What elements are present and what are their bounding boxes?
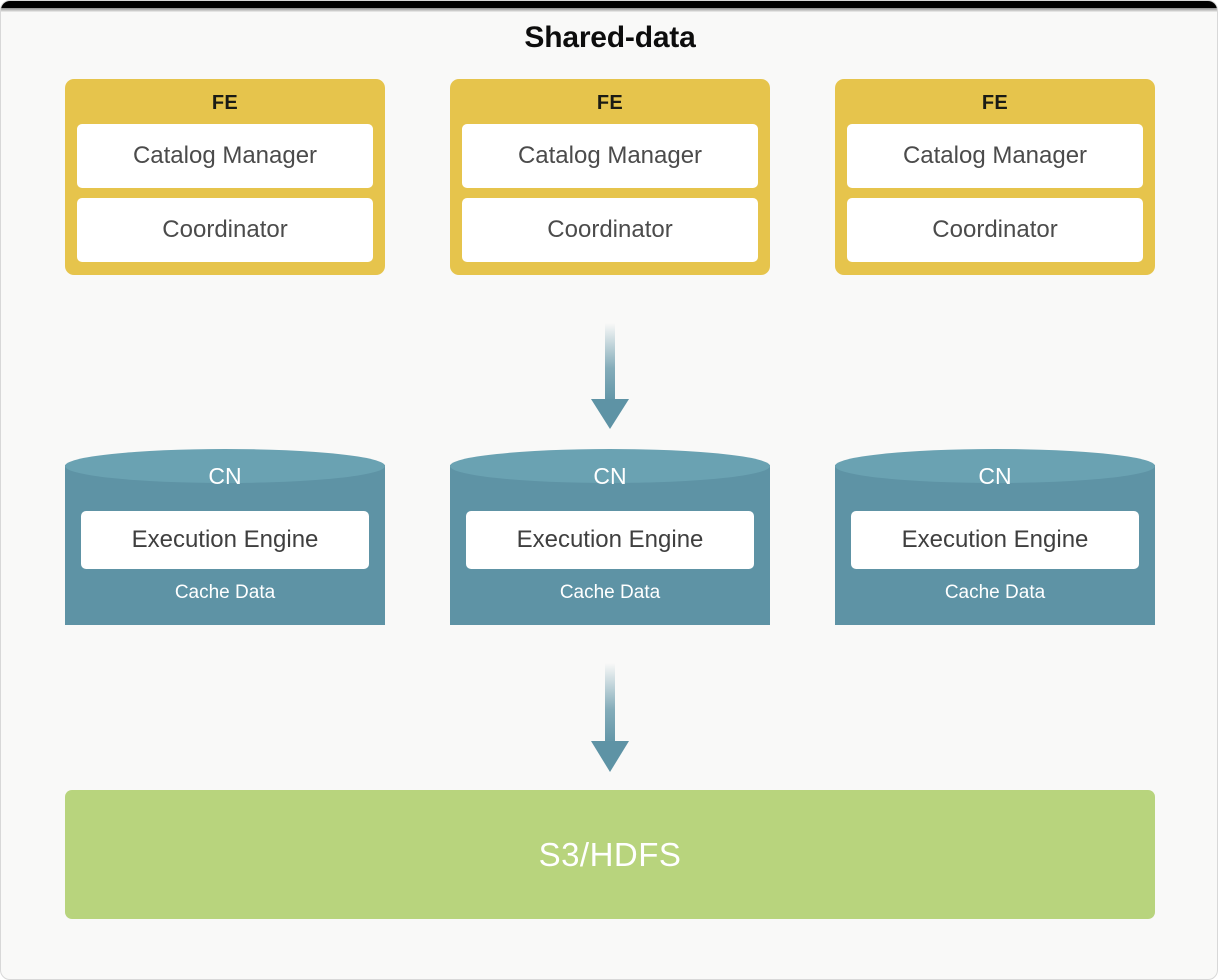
fe-node-3-coordinator[interactable]: Coordinator — [847, 198, 1143, 262]
storage-layer-label: S3/HDFS — [538, 835, 682, 873]
fe-node-1[interactable]: FE Catalog Manager Coordinator — [65, 79, 385, 275]
compute-layer: CN Execution Engine Cache Data CN Execut… — [65, 449, 1155, 641]
cn-node-3-execution-engine[interactable]: Execution Engine — [851, 511, 1139, 569]
fe-node-2[interactable]: FE Catalog Manager Coordinator — [450, 79, 770, 275]
cn-node-1-cylinder-top — [65, 449, 385, 483]
cn-node-2[interactable]: CN Execution Engine Cache Data — [450, 449, 770, 641]
arrow-fe-to-cn — [586, 323, 634, 431]
fe-node-1-title: FE — [211, 92, 239, 114]
cn-node-3-cylinder-top — [835, 449, 1155, 483]
cn-node-1-cache-data: Cache Data — [174, 582, 276, 603]
fe-node-3-title: FE — [981, 92, 1009, 114]
arrow-down-icon — [591, 323, 629, 429]
page-title: Shared-data — [524, 21, 696, 54]
fe-node-2-catalog-manager[interactable]: Catalog Manager — [462, 124, 758, 188]
cn-node-1-title: CN — [208, 463, 242, 489]
cn-node-3-cache-data: Cache Data — [944, 582, 1046, 603]
fe-node-3-catalog-manager[interactable]: Catalog Manager — [847, 124, 1143, 188]
fe-node-1-catalog-manager[interactable]: Catalog Manager — [77, 124, 373, 188]
cn-node-2-execution-engine[interactable]: Execution Engine — [466, 511, 754, 569]
cn-node-2-cache-data: Cache Data — [559, 582, 661, 603]
storage-layer[interactable]: S3/HDFS — [65, 790, 1155, 919]
cn-node-2-title: CN — [593, 463, 627, 489]
cn-node-3-title: CN — [978, 463, 1012, 489]
fe-node-3[interactable]: FE Catalog Manager Coordinator — [835, 79, 1155, 275]
frontend-layer: FE Catalog Manager Coordinator FE Catalo… — [65, 79, 1155, 275]
arrow-cn-to-storage — [586, 663, 634, 775]
top-band-shadow — [1, 8, 1217, 12]
cn-node-1-execution-engine[interactable]: Execution Engine — [81, 511, 369, 569]
fe-node-2-title: FE — [596, 92, 624, 114]
fe-node-2-coordinator[interactable]: Coordinator — [462, 198, 758, 262]
cn-node-1[interactable]: CN Execution Engine Cache Data — [65, 449, 385, 641]
fe-node-1-coordinator[interactable]: Coordinator — [77, 198, 373, 262]
top-black-band — [1, 1, 1217, 8]
cn-node-3[interactable]: CN Execution Engine Cache Data — [835, 449, 1155, 641]
arrow-down-icon — [591, 663, 629, 772]
cn-node-2-cylinder-top — [450, 449, 770, 483]
